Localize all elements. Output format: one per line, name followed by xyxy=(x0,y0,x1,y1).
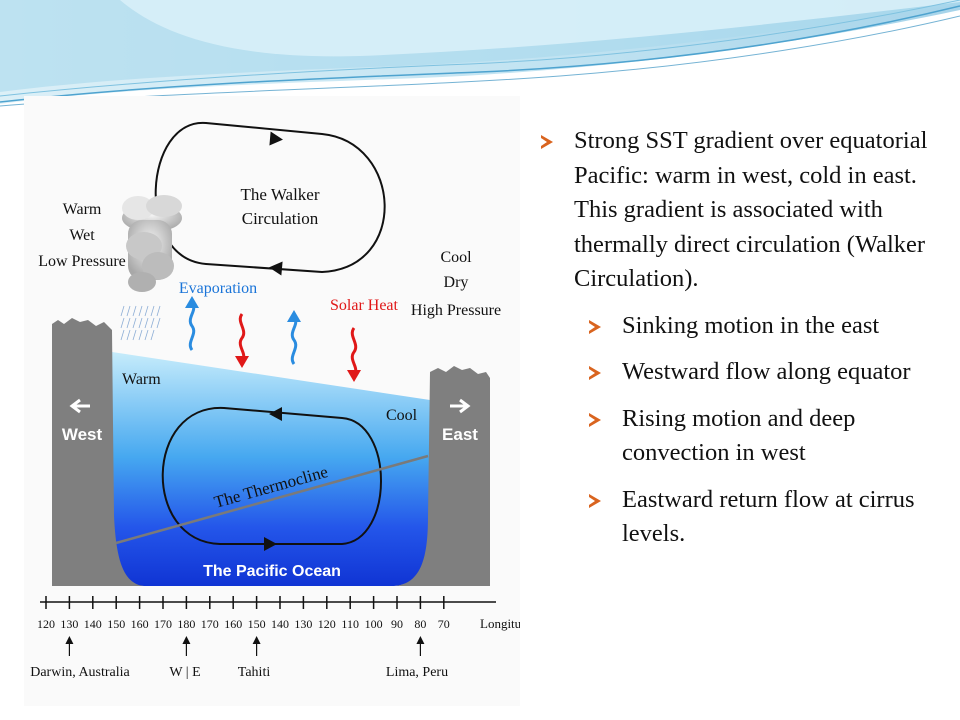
sub-bullet-item: Eastward return flow at cirrus levels. xyxy=(538,483,948,552)
longitude-tick-label: 180 xyxy=(177,617,195,631)
walker-arrow-bottom-icon xyxy=(268,260,282,275)
bullet-list: Strong SST gradient over equatorial Paci… xyxy=(538,124,948,564)
east-condition-cool: Cool xyxy=(440,249,472,266)
solar-heat-arrowhead-icon xyxy=(235,356,249,368)
place-darwin: Darwin, Australia xyxy=(30,665,130,680)
longitude-tick-label: 110 xyxy=(341,617,359,631)
walker-label-line2: Circulation xyxy=(242,209,319,228)
longitude-tick-label: 170 xyxy=(201,617,219,631)
bullet-text: Westward flow along equator xyxy=(622,358,911,385)
longitude-tick-label: 100 xyxy=(365,617,383,631)
cumulus-cloud-icon xyxy=(121,195,182,340)
place-lima: Lima, Peru xyxy=(386,665,448,680)
east-condition-pressure: High Pressure xyxy=(411,302,501,319)
longitude-tick-label: 120 xyxy=(37,617,55,631)
evaporation-arrow-icon xyxy=(292,318,295,364)
longitude-tick-label: 150 xyxy=(248,617,266,631)
east-label: East xyxy=(442,425,478,444)
evaporation-arrowhead-icon xyxy=(287,310,301,322)
place-marker-darwin-icon xyxy=(65,636,73,644)
evaporation-label: Evaporation xyxy=(179,280,257,297)
bullet-arrow-icon xyxy=(589,366,601,380)
cool-water-label: Cool xyxy=(386,407,418,424)
sub-bullet-item: Westward flow along equator xyxy=(538,355,948,390)
west-condition-warm: Warm xyxy=(63,201,102,218)
longitude-tick-label: 130 xyxy=(294,617,312,631)
longitude-tick-label: 90 xyxy=(391,617,403,631)
west-condition-pressure: Low Pressure xyxy=(38,253,126,270)
walker-label-line1: The Walker xyxy=(240,185,319,204)
solar-heat-arrowhead-icon xyxy=(347,370,361,382)
bullet-text: Sinking motion in the east xyxy=(622,312,879,339)
longitude-tick-labels: 120 130 140 150 160 170 180 170 160 150 140 130 120 1… xyxy=(37,617,450,631)
bullet-item: Strong SST gradient over equatorial Paci… xyxy=(538,124,948,297)
longitude-tick-label: 170 xyxy=(154,617,172,631)
walker-arrow-top-icon xyxy=(269,132,283,147)
longitude-tick-label: 160 xyxy=(224,617,242,631)
place-markers xyxy=(65,636,424,656)
longitude-tick-label: 80 xyxy=(414,617,426,631)
pacific-ocean-label: The Pacific Ocean xyxy=(203,563,341,580)
bullet-arrow-icon xyxy=(589,494,601,508)
west-condition-wet: Wet xyxy=(69,227,95,244)
longitude-tick-label: 120 xyxy=(318,617,336,631)
longitude-tick-label: 160 xyxy=(131,617,149,631)
place-tahiti: Tahiti xyxy=(238,665,271,680)
bullet-arrow-icon xyxy=(589,320,601,334)
solar-heat-arrow-icon xyxy=(352,328,355,374)
place-marker-tahiti-icon xyxy=(253,636,261,644)
longitude-label: Longitude xyxy=(480,616,520,631)
longitude-tick-label: 150 xyxy=(107,617,125,631)
place-marker-lima-icon xyxy=(416,636,424,644)
longitude-tick-label: 140 xyxy=(84,617,102,631)
solar-heat-label: Solar Heat xyxy=(330,297,399,314)
bullet-arrow-icon xyxy=(541,135,553,149)
place-date-line: W | E xyxy=(169,665,200,680)
west-label: West xyxy=(62,425,103,444)
solar-heat-arrow-icon xyxy=(240,314,243,360)
sub-bullet-item: Sinking motion in the east xyxy=(538,309,948,344)
sub-bullet-item: Rising motion and deep convection in wes… xyxy=(538,402,948,471)
bullet-arrow-icon xyxy=(589,413,601,427)
bullet-text: Eastward return flow at cirrus levels. xyxy=(622,486,915,548)
bullet-text: Strong SST gradient over equatorial Paci… xyxy=(574,127,927,292)
walker-circulation-diagram: The Walker Circulation Warm Wet Low Pres… xyxy=(24,96,520,706)
bullet-text: Rising motion and deep convection in wes… xyxy=(622,405,855,467)
longitude-tick-label: 140 xyxy=(271,617,289,631)
place-marker-date-line-icon xyxy=(182,636,190,644)
evaporation-arrow-icon xyxy=(190,304,193,350)
evaporation-arrowhead-icon xyxy=(185,296,199,308)
warm-water-label: Warm xyxy=(122,371,161,388)
longitude-tick-label: 130 xyxy=(60,617,78,631)
header-wave-decoration xyxy=(0,0,960,110)
longitude-tick-label: 70 xyxy=(438,617,450,631)
east-condition-dry: Dry xyxy=(444,274,469,291)
